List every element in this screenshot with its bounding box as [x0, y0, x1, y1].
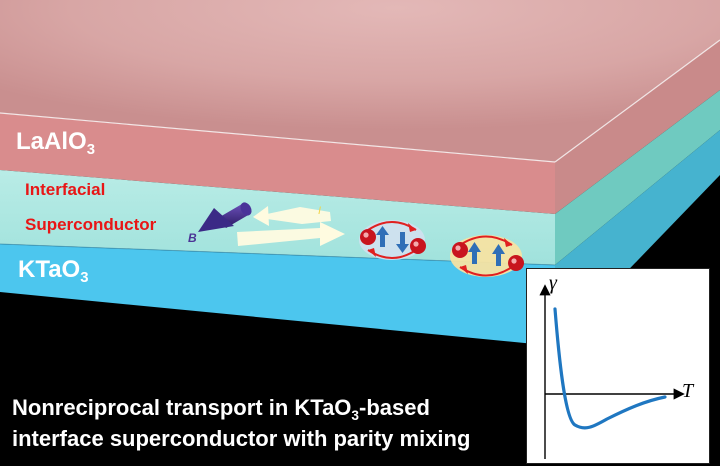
inset-plot-canvas [539, 284, 685, 459]
current-arrow-reverse-head [253, 206, 269, 226]
magnetic-field-arrow [198, 202, 252, 232]
current-label: I [318, 205, 322, 217]
cooper-pair-2 [450, 235, 524, 277]
laalo3-front-face [0, 113, 555, 214]
inset-y-label: γ [549, 272, 557, 294]
interface-label-line2: Superconductor [25, 215, 157, 234]
laalo3-top-face [0, 0, 720, 162]
laalo3-side-face [555, 40, 720, 214]
inset-x-label: T [682, 380, 694, 402]
interface-label-line1: Interfacial [25, 180, 106, 199]
current-arrow-forward [237, 228, 320, 246]
caption-line2: interface superconductor with parity mix… [12, 426, 471, 451]
cooper-pair-1 [359, 220, 426, 260]
current-arrow-reverse [253, 207, 331, 224]
magnetic-field-label: B [188, 231, 197, 245]
laalo3-label: LaAlO3 [16, 128, 95, 159]
caption-line1: Nonreciprocal transport in KTaO3-based [12, 395, 430, 423]
gamma-curve [553, 307, 667, 430]
interface-side-face [555, 90, 720, 265]
ktao3-front-face [0, 244, 555, 346]
ktao3-label: KTaO3 [18, 256, 89, 287]
inset-plot: γ T [526, 268, 710, 464]
current-arrow-forward-head [320, 222, 345, 246]
